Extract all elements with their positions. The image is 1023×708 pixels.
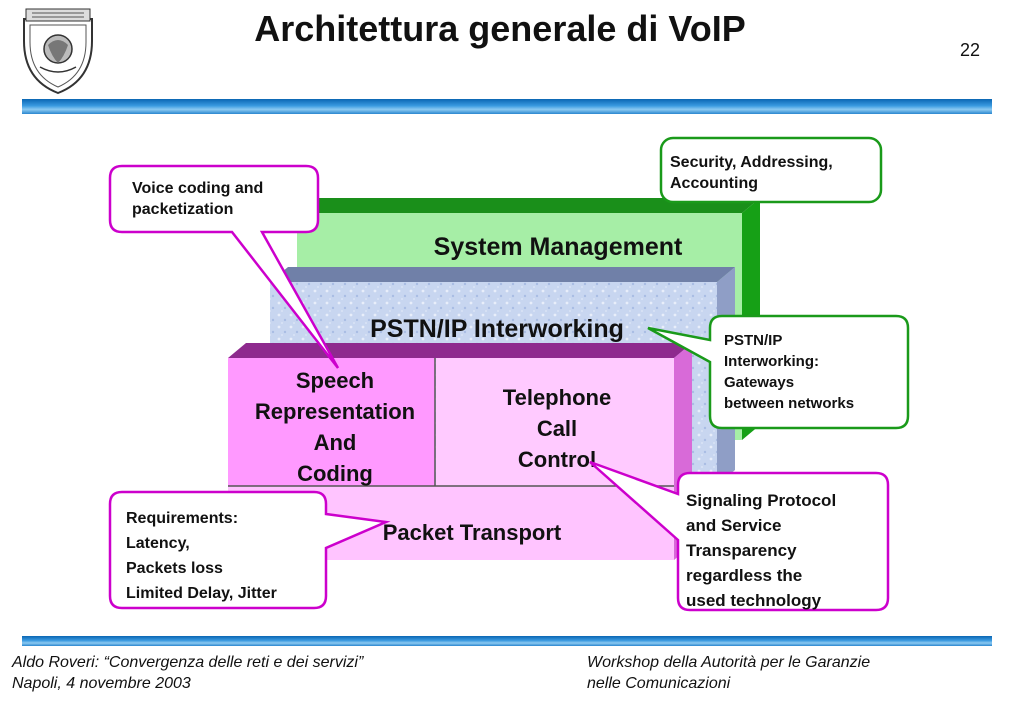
footer-divider-bar [22, 636, 992, 646]
page-number: 22 [960, 40, 981, 60]
header-divider-bar [22, 99, 992, 114]
callout-requirements-text: Requirements: Latency, Packets loss Limi… [126, 510, 277, 602]
footer-event: Workshop della Autorità per le Garanzie … [587, 654, 871, 692]
callout-security-text: Security, Addressing, Accounting [670, 154, 833, 192]
callout-signaling-text: Signaling Protocol and Service Transpare… [686, 491, 837, 610]
callout-pstn-gateways-text: PSTN/IP Interworking: Gateways between n… [724, 332, 855, 412]
packet-transport-label: Packet Transport [383, 520, 562, 545]
slide-title: Architettura generale di VoIP [254, 8, 746, 49]
footer-author: Aldo Roveri: “Convergenza delle reti e d… [12, 654, 364, 692]
callout-security [659, 136, 883, 204]
callout-requirements [108, 490, 391, 610]
callout-signaling [589, 460, 890, 612]
pstn-ip-interworking-label: PSTN/IP Interworking [370, 315, 624, 343]
callout-voice-coding-text: Voice coding and packetization [132, 180, 264, 218]
university-seal-logo [23, 8, 93, 95]
callout-voice-coding [108, 164, 340, 369]
callout-pstn-gateways [647, 314, 910, 430]
system-management-label: System Management [434, 233, 683, 261]
